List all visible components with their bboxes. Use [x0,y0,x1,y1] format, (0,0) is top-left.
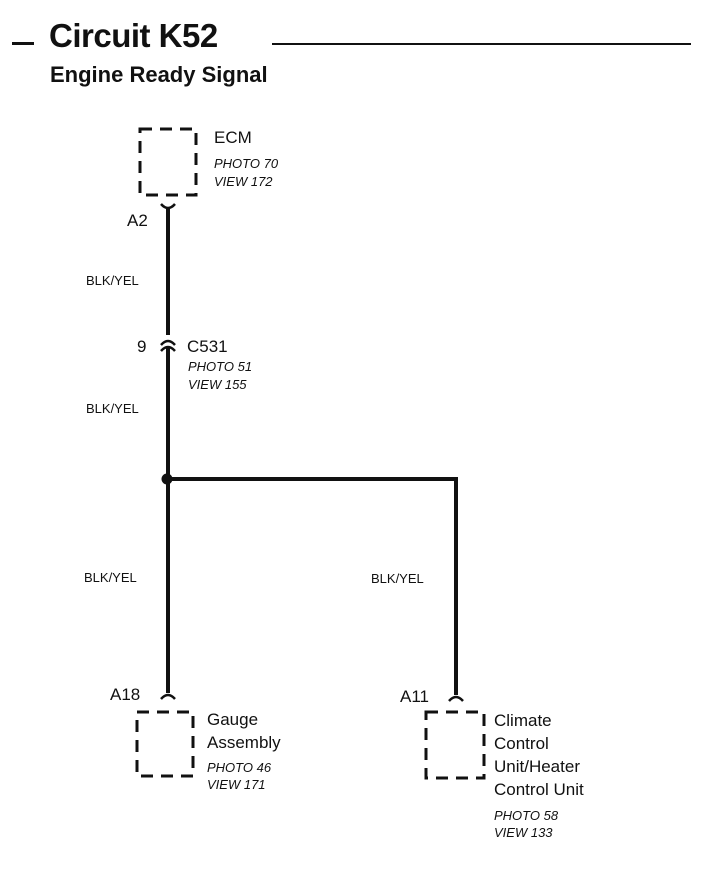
c531-label: C531 [187,337,228,356]
c531-connector-top [160,339,176,346]
climate-view: VIEW 133 [494,825,553,840]
wire-splice-climate [167,477,458,695]
gauge-terminal [160,693,176,700]
ecm-pin: A2 [127,211,148,230]
c531-pin: 9 [137,337,147,356]
wire-label-splice-gauge: BLK/YEL [84,570,137,585]
gauge-box [135,710,195,778]
wire-label-ecm-c531: BLK/YEL [86,273,139,288]
c531-view: VIEW 155 [188,377,247,392]
title-dash [12,42,34,45]
climate-label-line2: Control [494,734,549,753]
climate-label-line1: Climate [494,711,552,730]
climate-box [424,710,486,780]
climate-photo: PHOTO 58 [494,808,559,823]
circuit-subtitle: Engine Ready Signal [50,62,268,87]
title-rule [272,43,691,45]
ecm-photo: PHOTO 70 [214,156,279,171]
ecm-box [138,127,198,197]
gauge-view: VIEW 171 [207,777,266,792]
ecm-terminal [160,203,176,210]
c531-connector-bottom [160,345,176,352]
gauge-label-line2: Assembly [207,733,281,752]
gauge-pin: A18 [110,685,141,704]
climate-label-line3: Unit/Heater [494,757,580,776]
gauge-photo: PHOTO 46 [207,760,272,775]
gauge-label-line1: Gauge [207,710,259,729]
ecm-label: ECM [214,128,252,147]
c531-photo: PHOTO 51 [188,359,253,374]
climate-pin: A11 [400,687,429,706]
wire-label-splice-climate: BLK/YEL [371,571,424,586]
ecm-view: VIEW 172 [214,174,273,189]
climate-label-line4: Control Unit [494,780,584,799]
wire-label-c531-splice: BLK/YEL [86,401,139,416]
circuit-title: Circuit K52 [49,17,218,54]
climate-terminal [448,695,464,702]
